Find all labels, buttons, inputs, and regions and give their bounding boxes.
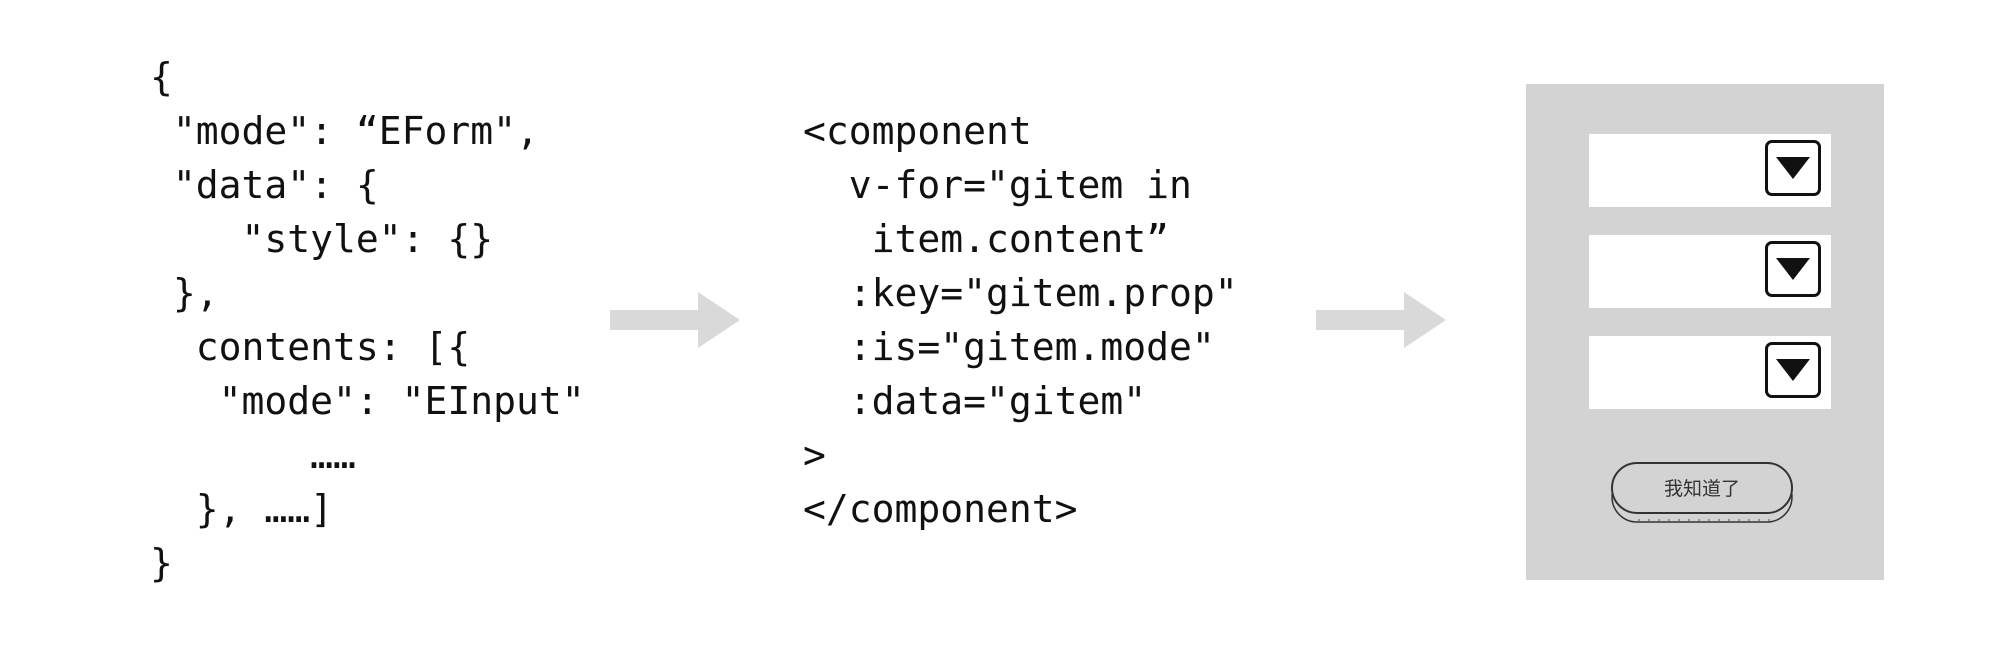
json-schema-line: "mode": "EInput" <box>150 379 585 423</box>
confirm-button[interactable]: 我知道了 <box>1609 460 1795 526</box>
dropdown-toggle[interactable] <box>1765 342 1821 398</box>
flow-arrow-right-icon <box>610 290 750 350</box>
dropdown-toggle[interactable] <box>1765 241 1821 297</box>
vue-template-line: item.content” <box>803 217 1170 261</box>
select-field[interactable] <box>1589 235 1831 308</box>
triangle-down-icon <box>1776 157 1810 179</box>
vue-template-line: </component> <box>803 487 1078 531</box>
json-schema-line: "style": {} <box>150 217 494 261</box>
vue-template-line: :data="gitem" <box>803 379 1147 423</box>
vue-template-line: :key="gitem.prop" <box>803 271 1238 315</box>
triangle-down-icon <box>1776 359 1810 381</box>
json-schema-line: } <box>150 541 173 585</box>
rendered-form-preview: 我知道了 <box>1526 84 1884 580</box>
json-schema-line: "data": { <box>150 163 379 207</box>
flow-arrow-right-icon <box>1316 290 1456 350</box>
vue-template-line: v-for="gitem in <box>803 163 1192 207</box>
confirm-button-label: 我知道了 <box>1663 478 1740 500</box>
json-schema-code: { "mode": “EForm", "data": { "style": {}… <box>150 50 650 590</box>
json-schema-line: contents: [{ <box>150 325 471 369</box>
vue-template-line: :is="gitem.mode" <box>803 325 1215 369</box>
sketch-button-shape <box>1611 462 1793 523</box>
vue-template-line: > <box>803 433 826 477</box>
vue-template-line: <component <box>803 109 1032 153</box>
json-schema-line: }, ……] <box>150 487 334 531</box>
select-field[interactable] <box>1589 336 1831 409</box>
json-schema-line: …… <box>150 433 356 477</box>
triangle-down-icon <box>1776 258 1810 280</box>
json-schema-line: }, <box>150 271 219 315</box>
dropdown-toggle[interactable] <box>1765 140 1821 196</box>
json-schema-line: { <box>150 55 173 99</box>
vue-template-code: <component v-for="gitem in item.content”… <box>803 104 1303 544</box>
select-field[interactable] <box>1589 134 1831 207</box>
json-schema-line: "mode": “EForm", <box>150 109 539 153</box>
